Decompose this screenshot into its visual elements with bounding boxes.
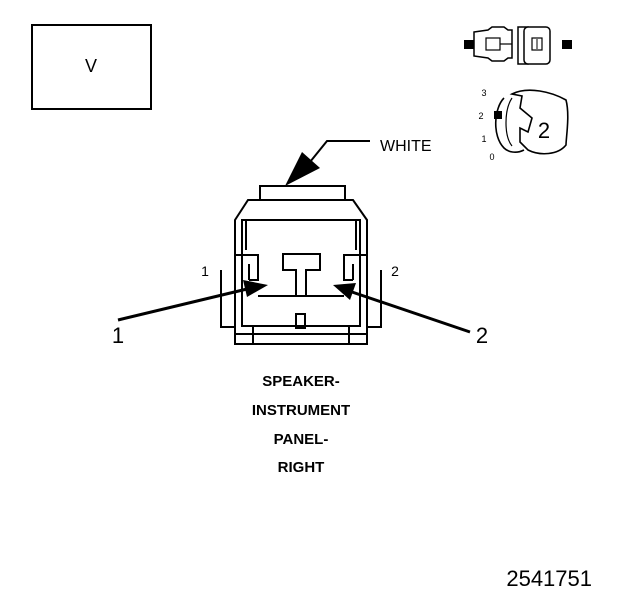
pin-number-right: 2 [391, 263, 399, 279]
locator-scale-0: 0 [489, 152, 494, 162]
connector-name: SPEAKER- INSTRUMENT PANEL- RIGHT [252, 373, 350, 476]
locator-scale-1: 1 [481, 134, 486, 144]
wire-color-pointer: WHITE [285, 138, 432, 186]
locator-scale-3: 3 [481, 88, 486, 98]
wire-color-label: WHITE [380, 138, 432, 155]
pin-number-left: 1 [201, 263, 209, 279]
callout-arrow-right [333, 283, 471, 334]
figure-id: 2541751 [506, 566, 592, 591]
connector-mini-icon [464, 26, 572, 65]
connector-face [220, 185, 382, 345]
view-box [31, 24, 152, 110]
callout-arrow-left [117, 280, 268, 322]
connector-name-line-1: SPEAKER- [262, 373, 340, 390]
connector-name-line-4: RIGHT [278, 459, 325, 476]
view-indicator: V [31, 24, 152, 110]
view-label: V [85, 56, 97, 76]
callout-label-left: 1 [112, 323, 124, 348]
locator-marker [494, 111, 502, 119]
callout-label-right: 2 [476, 323, 488, 348]
locator-number: 2 [538, 118, 550, 143]
connector-name-line-2: INSTRUMENT [252, 402, 350, 419]
connector-name-line-3: PANEL- [274, 431, 329, 448]
locator-scale-2: 2 [478, 111, 483, 121]
locator-icon: 2 3 2 1 0 [478, 88, 569, 162]
